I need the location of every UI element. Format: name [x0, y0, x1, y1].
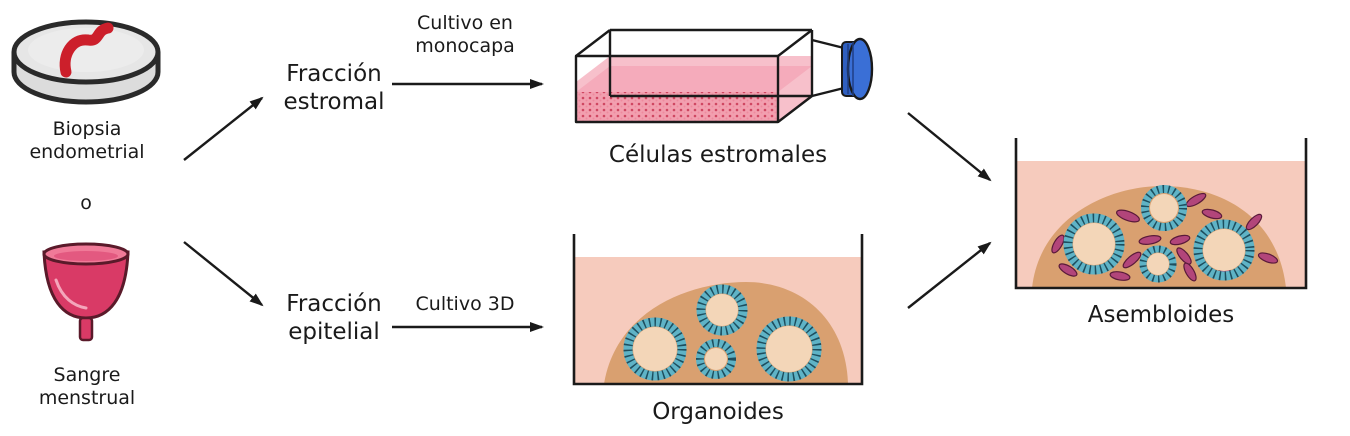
label-organoids: Organoides: [652, 399, 784, 425]
label-stromal-fraction-line2: estromal: [283, 89, 385, 116]
label-epithelial-fraction: Fracción epitelial: [262, 290, 406, 346]
label-menstrual-line1: Sangre: [53, 364, 121, 386]
organoid-spheres: [623, 284, 822, 382]
label-stromal-fraction: Fracción estromal: [262, 60, 406, 116]
label-biopsy: Biopsia endometrial: [14, 118, 160, 164]
label-epithelial-fraction-line1: Fracción: [286, 291, 382, 317]
arrows: [183, 79, 992, 332]
label-menstrual-blood: Sangre menstrual: [14, 364, 160, 410]
arrow-source-to-epithelial: [183, 241, 264, 307]
label-monolayer-line1: Cultivo en: [417, 12, 513, 34]
label-menstrual-line2: menstrual: [38, 387, 136, 410]
label-or: o: [80, 192, 92, 214]
label-monolayer-culture: Cultivo en monocapa: [396, 12, 534, 58]
label-biopsy-line1: Biopsia: [52, 118, 122, 140]
assembloid-organoids: [1063, 185, 1255, 283]
label-monolayer-line2: monocapa: [415, 35, 515, 58]
organoid-well-icon: [572, 234, 864, 386]
arrow-stromal-to-assembloid: [907, 112, 992, 182]
assembloid-well-icon: [1014, 138, 1308, 290]
label-stromal-fraction-line1: Fracción: [286, 61, 382, 87]
label-stromal-cells: Células estromales: [608, 142, 828, 168]
label-assembloids: Asembloides: [1087, 302, 1235, 328]
label-3d-culture: Cultivo 3D: [415, 293, 515, 315]
tissue-sample-icon: [59, 22, 114, 78]
arrow-biopsy-to-stromal: [183, 96, 264, 161]
menstrual-cup-icon: [42, 242, 130, 342]
label-biopsy-line2: endometrial: [29, 141, 145, 164]
label-epithelial-fraction-line2: epitelial: [288, 319, 380, 346]
petri-dish-icon: [11, 19, 161, 105]
arrow-organoid-to-assembloid: [907, 241, 992, 309]
culture-flask-icon: [574, 28, 874, 124]
